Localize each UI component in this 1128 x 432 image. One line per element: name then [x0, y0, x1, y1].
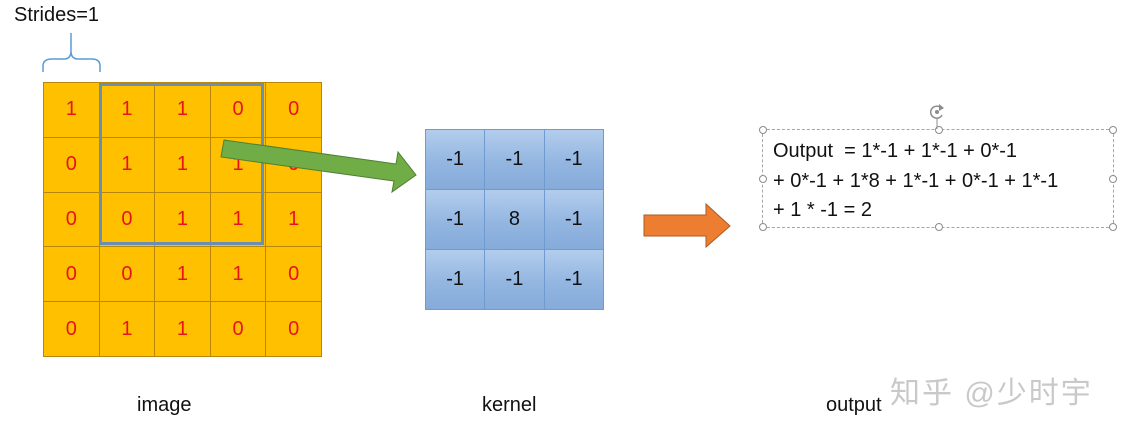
image-cell: 1	[266, 192, 322, 248]
image-cell: 0	[99, 192, 156, 248]
resize-handle-bottom-right[interactable]	[1109, 223, 1117, 231]
kernel-cell: -1	[544, 250, 604, 310]
kernel-cell: -1	[426, 250, 486, 310]
image-cell: 1	[155, 83, 211, 138]
resize-handle-top[interactable]	[935, 126, 943, 134]
kernel-cell: -1	[544, 190, 604, 250]
resize-handle-top-left[interactable]	[759, 126, 767, 134]
image-cell: 0	[210, 83, 267, 138]
image-cell: 1	[210, 247, 267, 303]
image-grid: 1110001110001110011001100	[43, 82, 322, 357]
image-cell: 1	[44, 83, 100, 138]
image-cell: 0	[210, 302, 267, 357]
image-cell: 1	[99, 302, 156, 357]
kernel-cell: 8	[485, 190, 545, 250]
kernel-cell: -1	[485, 130, 545, 190]
kernel-cell: -1	[485, 250, 545, 310]
image-cell: 1	[155, 247, 211, 303]
resize-handle-top-right[interactable]	[1109, 126, 1117, 134]
output-line-1: Output = 1*-1 + 1*-1 + 0*-1	[773, 140, 1018, 162]
output-line-3: + 1 * -1 = 2	[773, 199, 872, 221]
image-cell: 1	[99, 137, 156, 193]
resize-handle-left[interactable]	[759, 175, 767, 183]
image-cell: 0	[99, 247, 156, 303]
image-cell: 0	[44, 192, 100, 248]
kernel-cell: -1	[426, 190, 486, 250]
output-textbox[interactable]: Output = 1*-1 + 1*-1 + 0*-1 + 0*-1 + 1*8…	[759, 126, 1117, 231]
kernel-cell: -1	[426, 130, 486, 190]
image-cell: 1	[210, 192, 267, 248]
image-cell: 0	[266, 247, 322, 303]
stride-label: Strides=1	[14, 4, 100, 26]
resize-handle-bottom[interactable]	[935, 223, 943, 231]
output-line-2: + 0*-1 + 1*8 + 1*-1 + 0*-1 + 1*-1	[773, 169, 1059, 192]
image-cell: 1	[99, 83, 156, 138]
stride-brace	[42, 33, 101, 72]
watermark: 知乎 @少时宇	[890, 377, 1093, 410]
orange-arrow	[643, 202, 731, 249]
image-caption: image	[137, 394, 192, 416]
image-cell: 1	[155, 192, 211, 248]
image-cell: 0	[44, 247, 100, 303]
image-cell: 0	[44, 137, 100, 193]
kernel-cell: -1	[544, 130, 604, 190]
image-cell: 1	[155, 302, 211, 357]
rotate-handle-icon[interactable]	[926, 102, 948, 130]
green-arrow	[220, 139, 417, 194]
kernel-caption: kernel	[482, 394, 537, 416]
image-cell: 0	[266, 83, 322, 138]
image-cell: 1	[155, 137, 211, 193]
output-caption: output	[826, 394, 882, 416]
resize-handle-bottom-left[interactable]	[759, 223, 767, 231]
image-cell: 0	[44, 302, 100, 357]
image-cell: 0	[266, 302, 322, 357]
resize-handle-right[interactable]	[1109, 175, 1117, 183]
